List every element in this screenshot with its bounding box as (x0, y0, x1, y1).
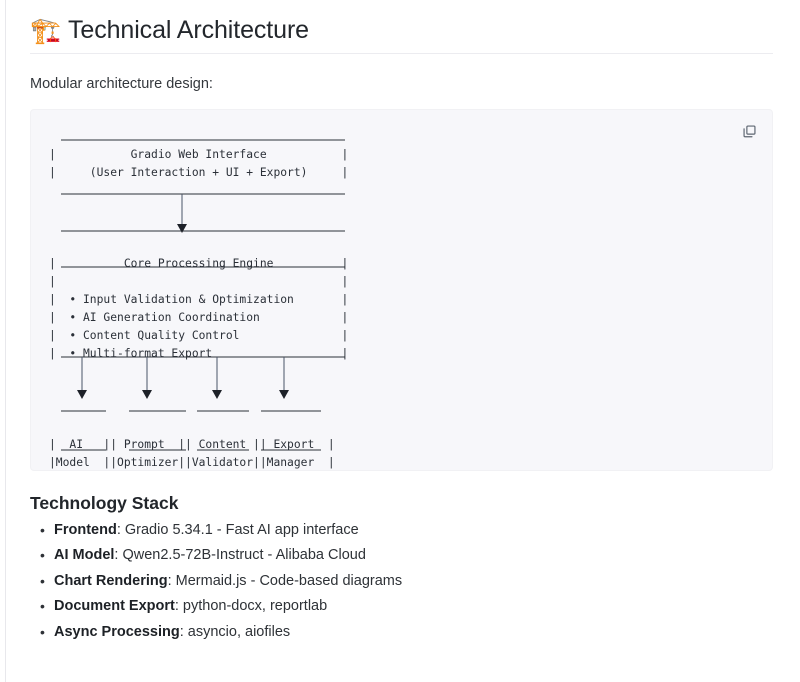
list-item: Chart Rendering: Mermaid.js - Code-based… (40, 569, 784, 595)
ascii-diagram: | Gradio Web Interface | | (User Interac… (31, 110, 772, 470)
header-divider (30, 53, 773, 54)
list-item-label: Async Processing (54, 623, 180, 640)
panel-left-edge (5, 0, 6, 682)
intro-text: Modular architecture design: (30, 76, 213, 92)
copy-icon-glyph (742, 124, 756, 137)
list-item-label: Document Export (54, 598, 175, 615)
list-item-label: AI Model (54, 547, 115, 564)
list-item: Frontend: Gradio 5.34.1 - Fast AI app in… (40, 518, 784, 544)
list-item-value: Qwen2.5-72B-Instruct - Alibaba Cloud (122, 547, 366, 564)
list-item-label: Frontend (54, 522, 117, 538)
list-item-value: Gradio 5.34.1 - Fast AI app interface (124, 522, 359, 538)
list-item-sep: : (179, 623, 188, 640)
tech-stack-heading: Technology Stack (30, 493, 179, 513)
list-item-sep: : (174, 598, 183, 615)
list-item-sep: : (116, 522, 125, 538)
list-item-label: Chart Rendering (54, 572, 168, 589)
tech-stack-list: Frontend: Gradio 5.34.1 - Fast AI app in… (30, 518, 784, 645)
list-item-value: Mermaid.js - Code-based diagrams (175, 572, 403, 589)
list-item-sep: : (114, 547, 123, 564)
list-item: AI Model: Qwen2.5-72B-Instruct - Alibaba… (40, 543, 784, 569)
building-construction-icon: 🏗️ (30, 15, 62, 45)
list-item-value: asyncio, aiofiles (187, 623, 291, 640)
list-item: Document Export: python-docx, reportlab (40, 594, 784, 620)
architecture-code-block: | Gradio Web Interface | | (User Interac… (30, 109, 773, 471)
page-header: 🏗️ Technical Architecture (30, 0, 784, 53)
list-item: Async Processing: asyncio, aiofiles (40, 620, 784, 646)
copy-icon[interactable] (738, 120, 760, 142)
ascii-diagram-text: | Gradio Web Interface | | (User Interac… (49, 148, 349, 469)
list-item-value: python-docx, reportlab (182, 598, 328, 615)
list-item-sep: : (167, 572, 176, 589)
page-title: Technical Architecture (68, 16, 309, 44)
